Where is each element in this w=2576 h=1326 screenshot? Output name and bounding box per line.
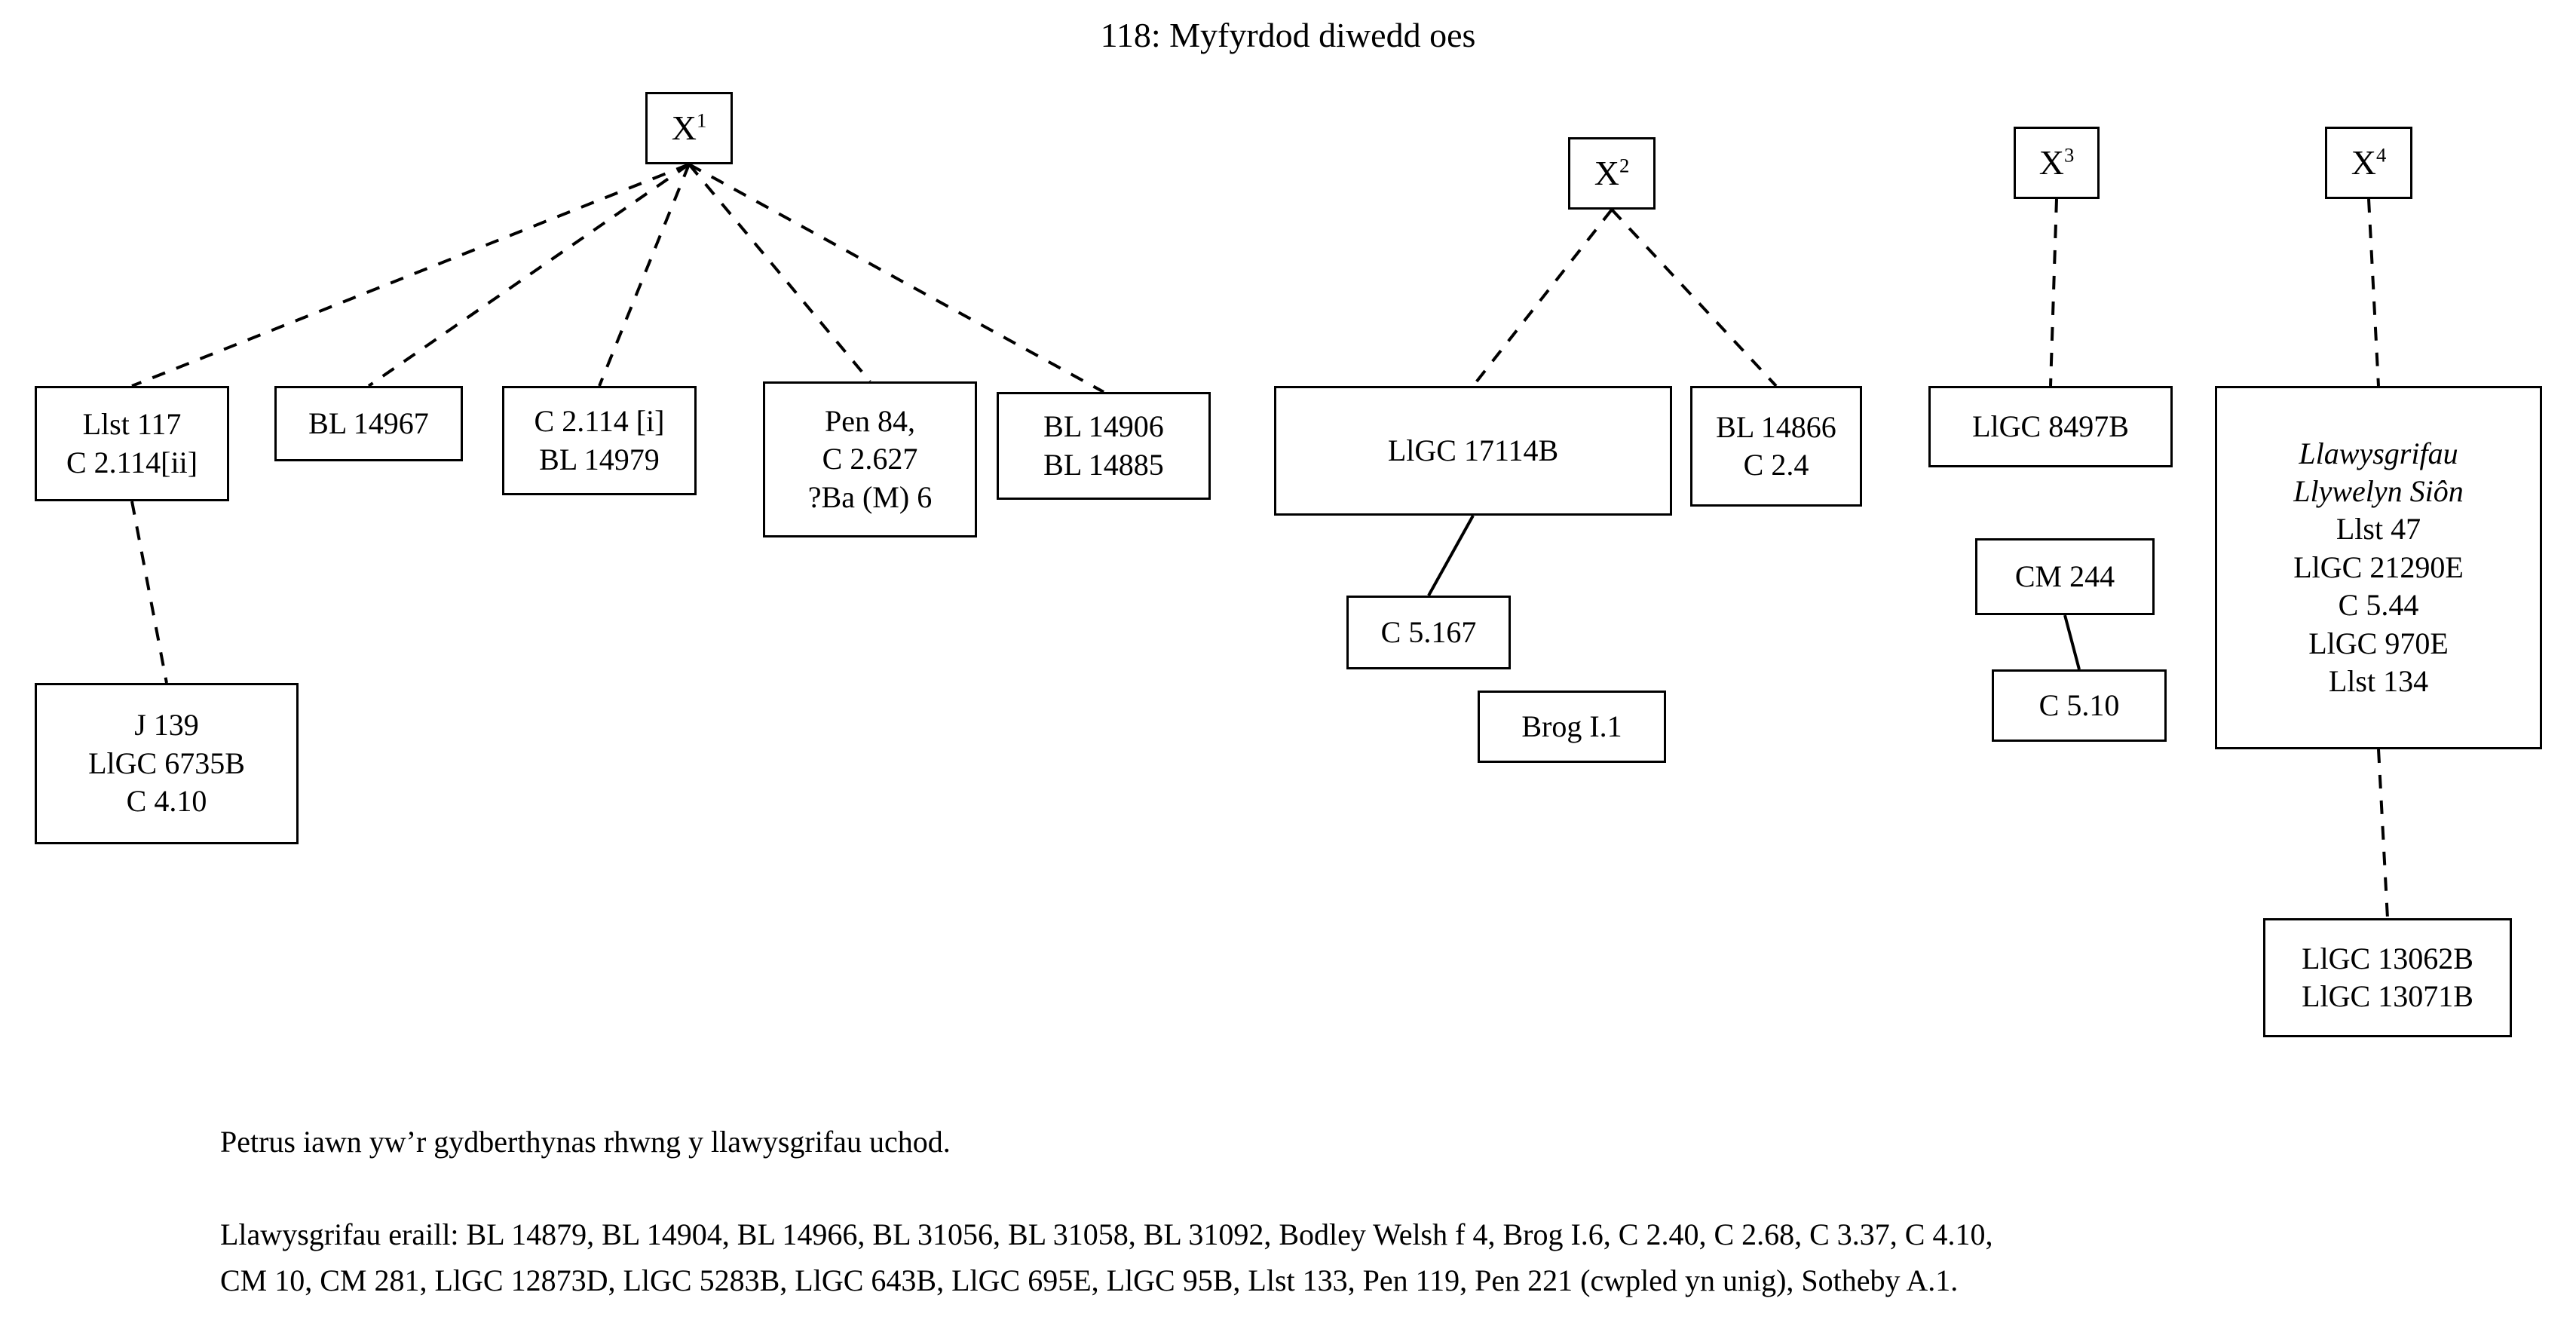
edge-x2-to-llgc17114b <box>1472 208 1613 387</box>
node-text-line: J 139 <box>134 708 199 743</box>
edge-x1-to-c2114i <box>598 164 691 387</box>
note-other-manuscripts-line2: CM 10, CM 281, LlGC 12873D, LlGC 5283B, … <box>220 1263 1959 1297</box>
edge-llawysgrifau-to-llgc13062b <box>2377 749 2389 919</box>
node-brog-i-1[interactable]: Brog I.1 <box>1478 691 1666 763</box>
page-title: 118: Myfyrdod diwedd oes <box>1100 16 1476 54</box>
node-text-line: X1 <box>671 109 707 148</box>
node-text-line: X3 <box>2038 143 2075 182</box>
node-c-2-114-i[interactable]: C 2.114 [i]BL 14979 <box>502 386 697 495</box>
edge-x1-to-llst117 <box>131 163 690 387</box>
node-x4[interactable]: X4 <box>2325 127 2412 199</box>
node-bl-14866[interactable]: BL 14866 C 2.4 <box>1690 386 1862 507</box>
node-x3[interactable]: X3 <box>2014 127 2100 199</box>
edge-llgc17114b-to-c5167 <box>1427 515 1475 596</box>
note-other-manuscripts-line1: Llawysgrifau eraill: BL 14879, BL 14904,… <box>220 1217 1993 1251</box>
node-text-line: X4 <box>2351 143 2387 182</box>
node-text-line: Llst 47 <box>2336 512 2421 547</box>
node-text-line: C 2.627 <box>822 442 918 476</box>
node-text-line: LlGC 970E <box>2308 626 2449 660</box>
node-text-line: Llst 117 <box>82 407 182 442</box>
node-text-line: ?Ba (M) 6 <box>807 479 933 514</box>
node-text-line: C 2.4 <box>1743 448 1809 482</box>
node-x2[interactable]: X2 <box>1568 137 1656 210</box>
node-text-line: LlGC 13062B <box>2302 941 2473 975</box>
node-text-line: C 5.167 <box>1380 614 1477 649</box>
node-text-line: C 5.44 <box>2338 588 2419 623</box>
node-text-line: Llywelyn Siôn <box>2293 474 2464 509</box>
node-text-line: BL 14866 <box>1716 409 1836 444</box>
node-text-line: Pen 84, <box>825 403 915 438</box>
node-c-5-10[interactable]: C 5.10 <box>1992 669 2167 742</box>
edge-x1-to-pen84 <box>688 163 871 383</box>
node-text-line: X2 <box>1594 154 1630 193</box>
edge-x1-to-bl14906 <box>688 163 1104 394</box>
node-text-line: BL 14906 <box>1043 409 1164 444</box>
node-text-line: LlGC 6735B <box>88 746 245 780</box>
edge-llst117-to-j139 <box>130 501 168 684</box>
node-text-line: Llawysgrifau <box>2299 436 2458 470</box>
node-superscript: 3 <box>2063 143 2075 167</box>
edge-x2-to-bl14866 <box>1610 208 1778 387</box>
node-text-line: C 5.10 <box>2038 687 2120 722</box>
node-x1[interactable]: X1 <box>645 92 733 164</box>
edge-x4-to-llawysgrifau <box>2367 198 2380 387</box>
node-llgc-8497b[interactable]: LlGC 8497B <box>1928 386 2173 467</box>
edge-cm244-to-c510 <box>2063 614 2081 670</box>
node-text-line: C 4.10 <box>126 784 207 819</box>
node-text-line: CM 244 <box>2014 559 2115 593</box>
node-text-line: LlGC 13071B <box>2302 979 2473 1013</box>
node-text-line: Brog I.1 <box>1521 709 1622 743</box>
node-pen-84[interactable]: Pen 84, C 2.627?Ba (M) 6 <box>763 381 977 537</box>
node-superscript: 2 <box>1619 154 1630 177</box>
node-c-5-167[interactable]: C 5.167 <box>1346 596 1511 669</box>
note-other-manuscripts: Llawysgrifau eraill: BL 14879, BL 14904,… <box>220 1212 1992 1304</box>
node-text-line: BL 14885 <box>1043 447 1164 482</box>
node-text-line: C 2.114[ii] <box>66 445 198 479</box>
node-bl-14967[interactable]: BL 14967 <box>274 386 463 461</box>
note-primary: Petrus iawn yw’r gydberthynas rhwng y ll… <box>220 1125 951 1159</box>
edge-x3-to-llgc8497b <box>2049 198 2058 387</box>
node-superscript: 1 <box>696 109 707 132</box>
node-text-line: LlGC 8497B <box>1972 409 2129 443</box>
node-text-line: C 2.114 [i] <box>534 404 665 439</box>
node-cm-244[interactable]: CM 244 <box>1975 538 2155 615</box>
node-llgc-17114b[interactable]: LlGC 17114B <box>1274 386 1672 516</box>
node-text-line: Llst 134 <box>2328 663 2429 698</box>
node-text-line: BL 14967 <box>308 406 429 440</box>
edge-x1-to-bl14967 <box>367 163 691 387</box>
node-llgc-13062b[interactable]: LlGC 13062B LlGC 13071B <box>2263 918 2512 1037</box>
node-text-line: LlGC 17114B <box>1387 433 1559 467</box>
node-superscript: 4 <box>2375 143 2387 167</box>
node-text-line: LlGC 21290E <box>2293 550 2464 584</box>
node-text-line: BL 14979 <box>539 442 660 476</box>
